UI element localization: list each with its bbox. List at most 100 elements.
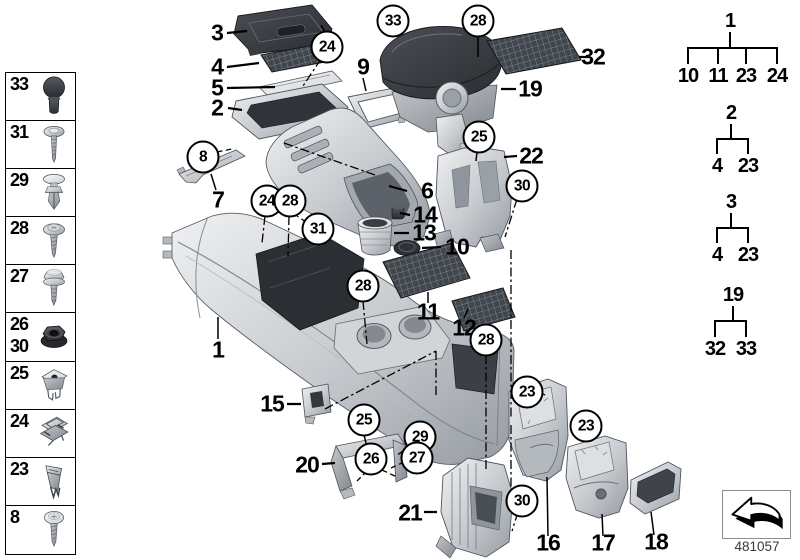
callout-2[interactable]: 2 bbox=[211, 94, 224, 121]
legend-numbers: 24 bbox=[10, 410, 29, 431]
part-5-trim-frame bbox=[258, 70, 343, 98]
expanding-rivet-icon bbox=[34, 171, 74, 215]
legend-numbers: 29 bbox=[10, 170, 29, 191]
callout-6[interactable]: 6 bbox=[421, 177, 434, 204]
tree-child-4[interactable]: 4 bbox=[711, 155, 723, 177]
callout-1[interactable]: 1 bbox=[212, 336, 225, 363]
part-18-rear-tray bbox=[629, 461, 682, 515]
tree-parent-19[interactable]: 19 bbox=[722, 284, 744, 306]
hex-flange-screw-icon bbox=[34, 267, 74, 311]
pan-head-screw-icon bbox=[34, 508, 74, 552]
tree-connector bbox=[716, 227, 718, 243]
callout-circled-23[interactable]: 23 bbox=[510, 375, 544, 409]
tree-child-10[interactable]: 10 bbox=[677, 65, 699, 87]
tree-connector bbox=[716, 227, 749, 229]
tree-child-23[interactable]: 23 bbox=[737, 244, 759, 266]
part-32-rubber-mat bbox=[486, 27, 582, 75]
tree-connector bbox=[747, 138, 749, 154]
tree-connector bbox=[730, 213, 732, 227]
part-3-cover-lid bbox=[233, 4, 333, 56]
callout-circled-28[interactable]: 28 bbox=[346, 269, 380, 303]
callout-circled-30[interactable]: 30 bbox=[505, 484, 539, 518]
tree-connector bbox=[716, 138, 749, 140]
tree-child-24[interactable]: 24 bbox=[766, 65, 788, 87]
legend-item-28[interactable]: 28 bbox=[6, 217, 75, 266]
tree-connector bbox=[687, 47, 689, 64]
callout-circled-23[interactable]: 23 bbox=[569, 409, 603, 443]
callout-10[interactable]: 10 bbox=[445, 233, 470, 260]
callout-16[interactable]: 16 bbox=[536, 529, 561, 556]
callout-14[interactable]: 14 bbox=[413, 201, 438, 228]
legend-item-25[interactable]: 25 bbox=[6, 362, 75, 410]
tree-child-23[interactable]: 23 bbox=[737, 155, 759, 177]
part-15-bracket bbox=[301, 383, 332, 425]
callout-17[interactable]: 17 bbox=[591, 529, 616, 556]
callout-21[interactable]: 21 bbox=[398, 499, 423, 526]
callout-9[interactable]: 9 bbox=[357, 53, 370, 80]
callout-32[interactable]: 32 bbox=[581, 43, 606, 70]
legend-item-33[interactable]: 33 bbox=[6, 73, 75, 122]
legend-item-27[interactable]: 27 bbox=[6, 265, 75, 314]
tree-parent-3[interactable]: 3 bbox=[725, 191, 737, 213]
callout-11[interactable]: 11 bbox=[416, 298, 440, 325]
part-6-center-trim-panel bbox=[265, 107, 431, 247]
callout-19[interactable]: 19 bbox=[518, 75, 543, 102]
callout-circled-24[interactable]: 24 bbox=[310, 30, 344, 64]
callout-15[interactable]: 15 bbox=[260, 390, 285, 417]
tree-connector bbox=[716, 138, 718, 154]
tree-child-11[interactable]: 11 bbox=[708, 65, 728, 87]
legend-numbers: 23 bbox=[10, 458, 29, 479]
callout-circled-28[interactable]: 28 bbox=[469, 323, 503, 357]
tree-child-33[interactable]: 33 bbox=[735, 338, 757, 360]
callout-circled-33[interactable]: 33 bbox=[376, 4, 410, 38]
part-11-rubber-mat bbox=[382, 242, 471, 299]
part-14-button-knob bbox=[391, 204, 405, 220]
callout-20[interactable]: 20 bbox=[295, 451, 320, 478]
callout-13[interactable]: 13 bbox=[412, 219, 437, 246]
callout-22[interactable]: 22 bbox=[519, 142, 544, 169]
callout-circled-28[interactable]: 28 bbox=[273, 184, 307, 218]
callout-circled-26[interactable]: 26 bbox=[354, 442, 388, 476]
callout-7[interactable]: 7 bbox=[212, 186, 225, 213]
tree-child-32[interactable]: 32 bbox=[704, 338, 726, 360]
tree-child-23[interactable]: 23 bbox=[735, 65, 757, 87]
legend-numbers: 33 bbox=[10, 74, 29, 94]
diagram-nav-thumbnail[interactable] bbox=[722, 490, 791, 539]
legend-item-23[interactable]: 23 bbox=[6, 458, 75, 506]
callout-circled-28[interactable]: 28 bbox=[461, 4, 495, 38]
callout-circled-25[interactable]: 25 bbox=[347, 403, 381, 437]
tree-connector bbox=[745, 47, 747, 64]
legend-item-29[interactable]: 29 bbox=[6, 169, 75, 218]
callout-4[interactable]: 4 bbox=[211, 53, 224, 80]
callout-3[interactable]: 3 bbox=[211, 19, 224, 46]
legend-item-24[interactable]: 24 bbox=[6, 410, 75, 458]
tree-connector bbox=[729, 32, 731, 47]
callout-circled-25[interactable]: 25 bbox=[462, 120, 496, 154]
legend-item-8[interactable]: 8 bbox=[6, 506, 75, 554]
tree-connector bbox=[776, 47, 778, 64]
flange-nut-icon bbox=[34, 315, 74, 359]
spring-clip-icon bbox=[34, 411, 74, 455]
callout-5[interactable]: 5 bbox=[211, 74, 224, 101]
legend-numbers: 27 bbox=[10, 266, 29, 287]
callout-circled-31[interactable]: 31 bbox=[301, 212, 335, 246]
part-20-bracket bbox=[330, 433, 408, 500]
clip-nut-icon bbox=[34, 363, 74, 407]
tree-connector bbox=[747, 227, 749, 243]
diagram-number: 481057 bbox=[734, 539, 780, 554]
tree-parent-1[interactable]: 1 bbox=[724, 10, 736, 32]
callout-circled-8[interactable]: 8 bbox=[186, 140, 220, 174]
callout-circled-30[interactable]: 30 bbox=[505, 169, 539, 203]
tree-parent-2[interactable]: 2 bbox=[725, 102, 737, 124]
legend-numbers: 31 bbox=[10, 122, 29, 143]
legend-numbers: 8 bbox=[10, 506, 20, 527]
tree-child-4[interactable]: 4 bbox=[711, 244, 723, 266]
legend-item-31[interactable]: 31 bbox=[6, 121, 75, 170]
part-21-rear-carrier bbox=[435, 457, 514, 559]
callout-circled-27[interactable]: 27 bbox=[400, 441, 434, 475]
callout-18[interactable]: 18 bbox=[644, 528, 669, 555]
